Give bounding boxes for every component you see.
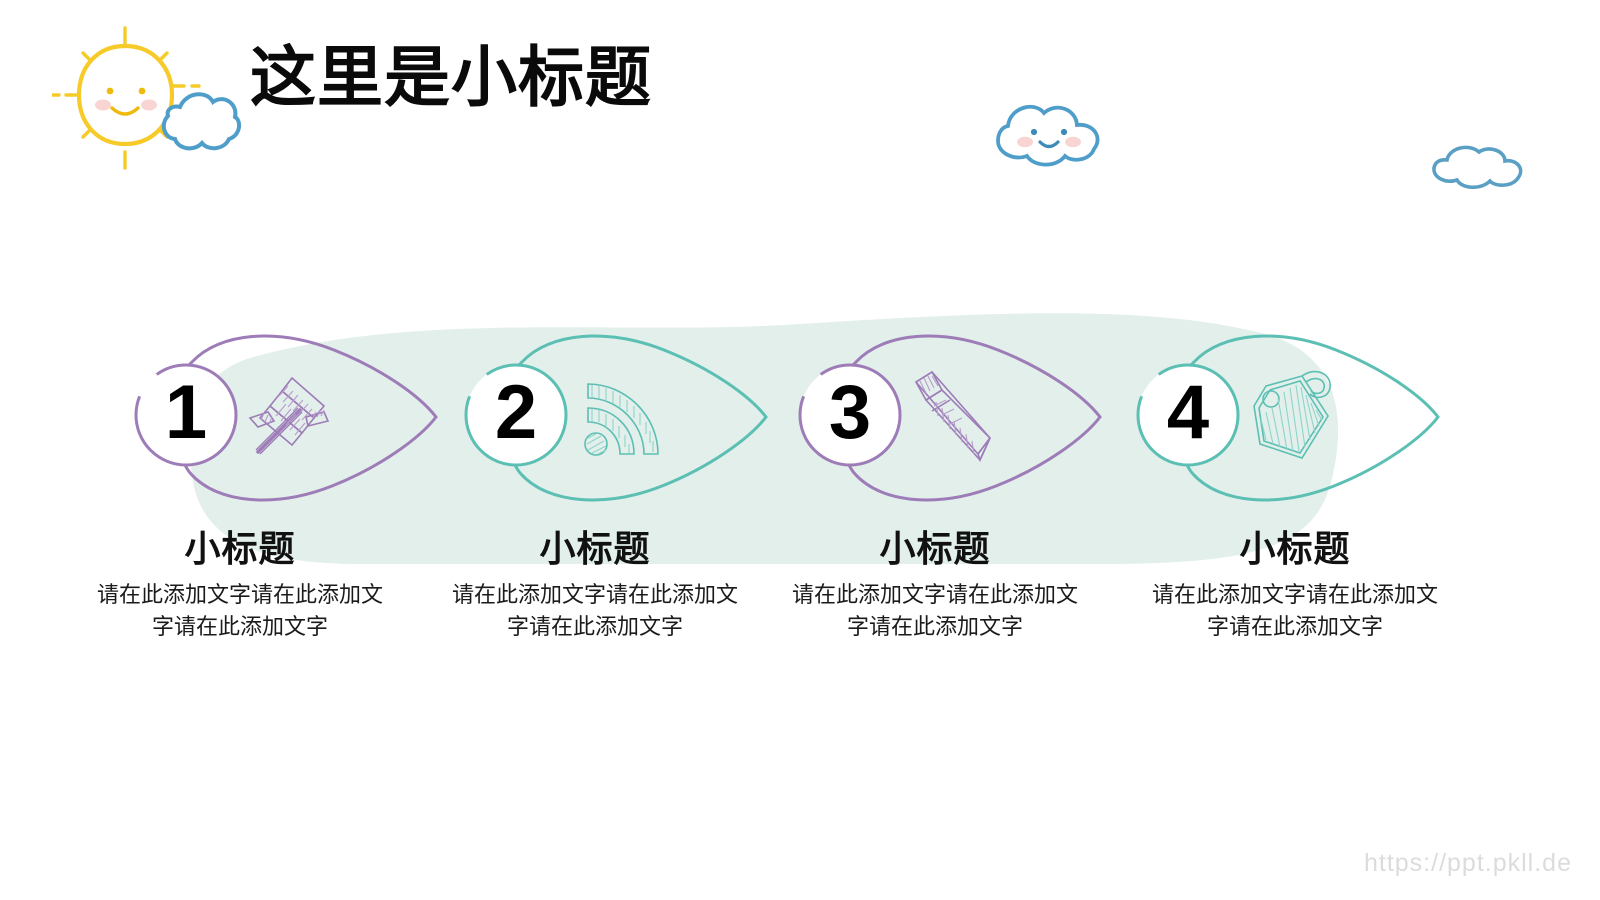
caption-item-4: 小标题 请在此添加文字请在此添加文字请在此添加文字: [1125, 528, 1465, 642]
caption-title-3: 小标题: [879, 528, 991, 569]
step-number-2: 2: [494, 370, 538, 455]
step-item-4[interactable]: 4: [1130, 318, 1470, 518]
page-title: 这里是小标题: [250, 40, 652, 114]
step-item-1[interactable]: 1: [128, 318, 468, 518]
step-number-3: 3: [828, 370, 872, 455]
price-tag-icon: [1253, 370, 1331, 459]
step-item-2[interactable]: 2: [458, 318, 798, 518]
caption-body-3: 请在此添加文字请在此添加文字请在此添加文字: [791, 582, 1078, 639]
step-number-1: 1: [164, 370, 208, 455]
caption-body-1: 请在此添加文字请在此添加文字请在此添加文字: [96, 582, 383, 639]
step-number-4: 4: [1166, 370, 1210, 455]
pencil-icon: [914, 370, 992, 463]
caption-body-2: 请在此添加文字请在此添加文字请在此添加文字: [451, 582, 738, 639]
caption-item-2: 小标题 请在此添加文字请在此添加文字请在此添加文字: [425, 528, 765, 642]
caption-title-1: 小标题: [184, 528, 296, 569]
caption-body-4: 请在此添加文字请在此添加文字请在此添加文字: [1151, 582, 1438, 639]
caption-title-4: 小标题: [1239, 528, 1351, 569]
caption-item-3: 小标题 请在此添加文字请在此添加文字请在此添加文字: [765, 528, 1105, 642]
cloud-face-icon: [996, 104, 1100, 167]
cloud-plain-icon: [1432, 145, 1523, 190]
captions-row: 小标题 请在此添加文字请在此添加文字请在此添加文字 小标题 请在此添加文字请在此…: [0, 528, 1600, 748]
rss-signal-icon: [584, 383, 659, 456]
step-item-3[interactable]: 3: [792, 318, 1132, 518]
caption-item-1: 小标题 请在此添加文字请在此添加文字请在此添加文字: [70, 528, 410, 642]
steps-row: 1: [0, 318, 1600, 518]
caption-title-2: 小标题: [539, 528, 651, 569]
sun-cloud-icon: [52, 26, 242, 170]
pushpin-icon: [248, 376, 330, 455]
slide-header: 这里是小标题: [0, 0, 1600, 200]
watermark: https://ppt.pkll.de: [1363, 849, 1572, 877]
